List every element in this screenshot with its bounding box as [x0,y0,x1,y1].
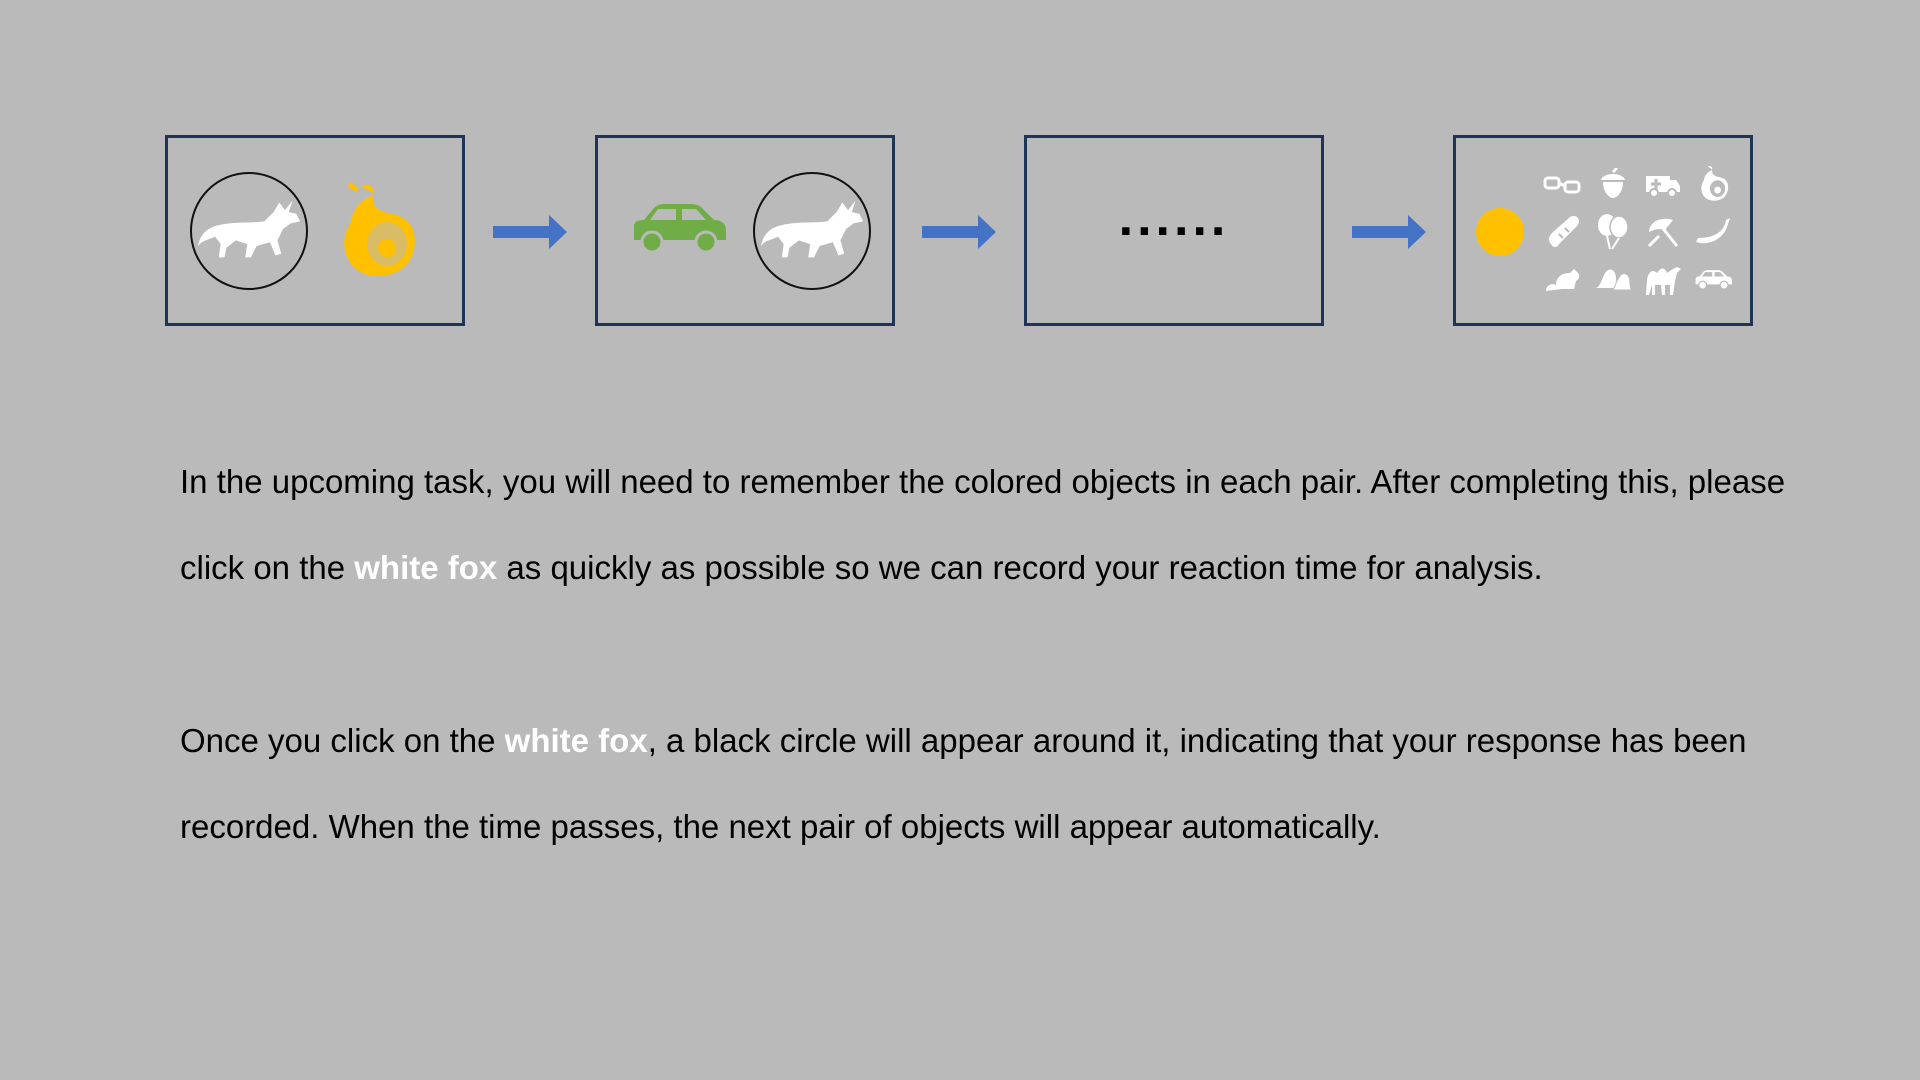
camel-icon[interactable] [1642,260,1684,300]
white-fox-highlight: white fox [504,722,648,759]
white-fox-highlight: white fox [354,549,498,586]
sequence-panel-3: ...... [1024,135,1324,326]
instruction-paragraph-2: Once you click on the white fox, a black… [180,698,1800,870]
pear-icon[interactable] [1692,164,1734,204]
sequence-panel-2 [595,135,895,326]
sequence-panel-4 [1453,135,1753,326]
instruction-text: , a black circle will appear around it, … [180,722,1747,845]
car-icon [634,204,726,254]
car-icon[interactable] [1692,260,1734,300]
acorn-icon[interactable] [1592,164,1634,204]
bread-icon[interactable] [1542,212,1584,252]
ellipsis-placeholder: ...... [1118,189,1230,247]
instruction-paragraph-1: In the upcoming task, you will need to r… [180,439,1800,611]
fox-icon [761,198,865,260]
fox-icon [198,198,302,260]
banana-icon[interactable] [1692,212,1734,252]
instruction-text: Once you click on the [180,722,505,759]
ambulance-icon[interactable] [1642,164,1684,204]
arrow-icon [1352,215,1426,249]
sun-disc [1476,208,1524,256]
balloons-icon[interactable] [1592,212,1634,252]
target-ring [753,172,871,290]
target-ring [190,172,308,290]
pear-icon [344,182,415,276]
beaver-icon[interactable] [1542,260,1584,300]
umbrella-icon[interactable] [1642,212,1684,252]
arrow-icon [493,215,567,249]
instruction-text: as quickly as possible so we can record … [497,549,1543,586]
glasses-icon[interactable] [1542,164,1584,204]
sequence-panel-1 [165,135,465,326]
instruction-text: In the upcoming task, you will need to r… [180,463,1786,586]
bell-icon[interactable] [1592,260,1634,300]
arrow-icon [922,215,996,249]
